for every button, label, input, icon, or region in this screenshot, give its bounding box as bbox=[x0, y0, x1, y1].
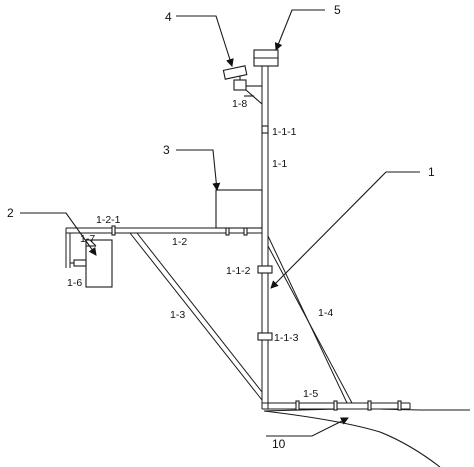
leader-10 bbox=[266, 417, 349, 437]
label-1-2: 1-2 bbox=[172, 236, 187, 248]
main-pole bbox=[261, 66, 269, 409]
label-5: 5 bbox=[334, 3, 341, 17]
label-4: 4 bbox=[165, 10, 172, 24]
label-1-8: 1-8 bbox=[232, 98, 247, 110]
leader-5 bbox=[274, 9, 325, 51]
label-1-3: 1-3 bbox=[170, 309, 185, 321]
leader-3 bbox=[176, 149, 221, 191]
camera bbox=[222, 65, 263, 105]
label-1-7: 1-7 bbox=[80, 233, 95, 245]
base-beam bbox=[262, 400, 411, 411]
clamp-1-1-1 bbox=[261, 125, 269, 134]
label-3: 3 bbox=[163, 143, 170, 157]
label-1-2-1: 1-2-1 bbox=[96, 214, 121, 226]
leader-1 bbox=[270, 171, 420, 289]
leader-1-7 bbox=[89, 239, 97, 247]
label-1-1-2: 1-1-2 bbox=[226, 265, 251, 277]
slope-line bbox=[263, 410, 441, 467]
brace-right bbox=[267, 235, 353, 404]
label-1-6: 1-6 bbox=[67, 277, 82, 289]
leader-4 bbox=[176, 15, 234, 67]
label-1-1: 1-1 bbox=[272, 158, 287, 170]
device-box bbox=[70, 239, 113, 288]
brace-left bbox=[129, 232, 263, 401]
leader-2 bbox=[20, 212, 97, 256]
cabinet-box bbox=[215, 189, 263, 229]
label-1-5: 1-5 bbox=[303, 388, 318, 400]
label-1-1-1: 1-1-1 bbox=[272, 126, 297, 138]
clamp-1-1-2 bbox=[257, 265, 273, 274]
clamp-1-1-3 bbox=[257, 332, 273, 341]
label-2: 2 bbox=[7, 206, 14, 220]
label-1: 1 bbox=[428, 165, 435, 179]
label-10: 10 bbox=[272, 437, 286, 451]
label-1-4: 1-4 bbox=[318, 307, 333, 319]
label-1-1-3: 1-1-3 bbox=[274, 332, 299, 344]
